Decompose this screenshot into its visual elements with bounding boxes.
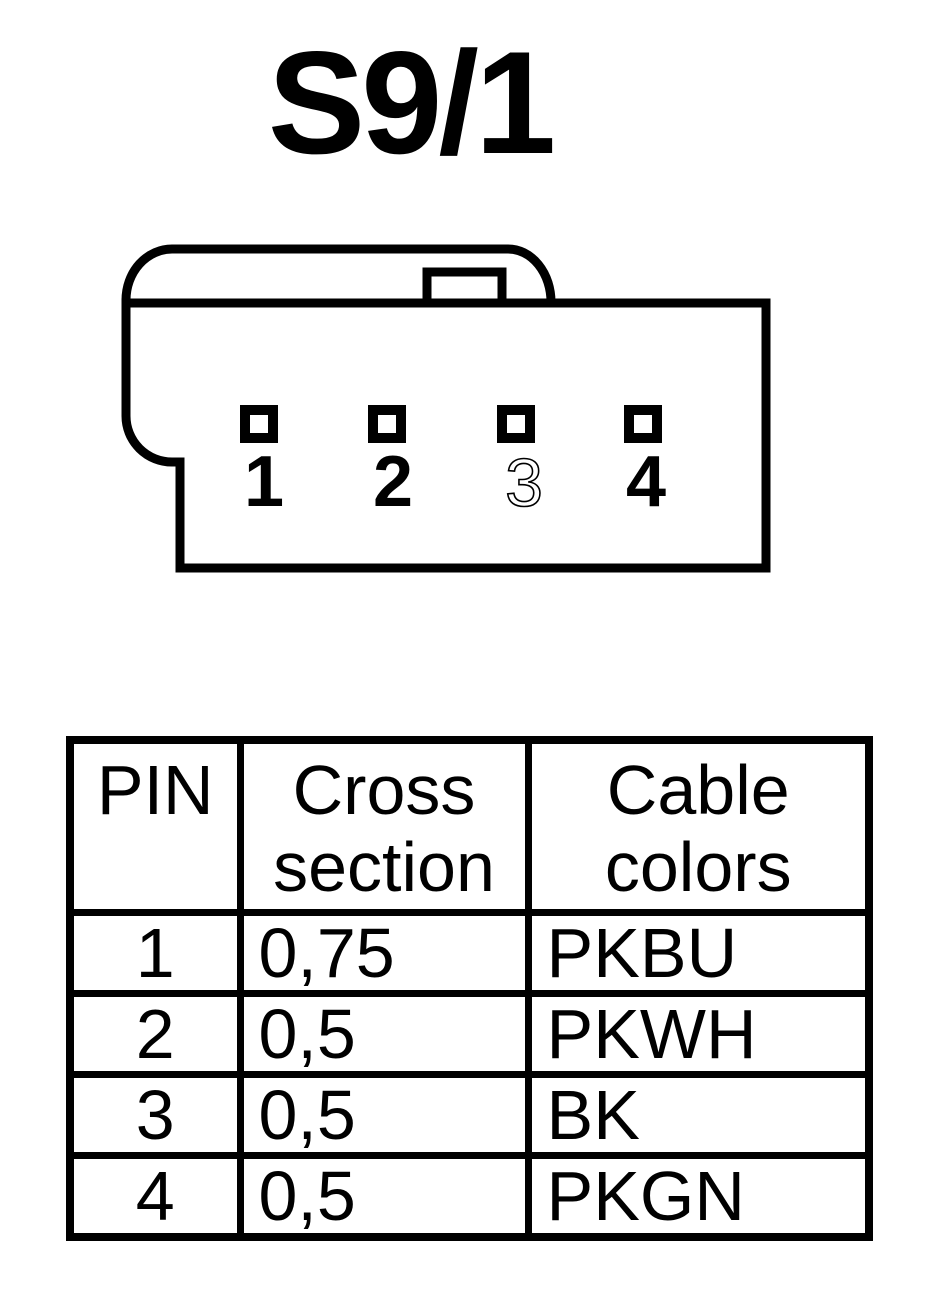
table-row: 2 0,5 PKWH <box>66 989 873 1078</box>
pin-label-3: 3 <box>505 445 543 521</box>
cell-cable-color: PKWH <box>524 989 873 1078</box>
pin-label-2: 2 <box>373 442 413 522</box>
header-cross-line-1: Cross <box>292 751 476 829</box>
header-cross-line-2: section <box>273 828 495 906</box>
table-header-row: PIN Cross section Cable colors <box>66 736 873 916</box>
cell-pin: 2 <box>66 989 244 1078</box>
header-pin-line: PIN <box>96 751 214 829</box>
cell-cross-section: 0,5 <box>236 1151 532 1240</box>
cell-pin: 4 <box>66 1151 244 1240</box>
table-row: 3 0,5 BK <box>66 1070 873 1159</box>
connector-latch-tab <box>422 267 507 302</box>
pin-cavity-4 <box>624 405 662 443</box>
cell-pin: 3 <box>66 1070 244 1159</box>
pin-table: PIN Cross section Cable colors 1 0,75 PK… <box>66 736 873 1241</box>
cell-cable-color: PKGN <box>524 1151 873 1240</box>
cell-cross-section: 0,5 <box>236 1070 532 1159</box>
pin-cavity-1 <box>240 405 278 443</box>
cell-cross-section: 0,75 <box>236 908 532 997</box>
pin-label-4: 4 <box>626 442 666 522</box>
cell-cable-color: PKBU <box>524 908 873 997</box>
table-row: 1 0,75 PKBU <box>66 908 873 997</box>
header-cell-pin: PIN <box>66 736 244 916</box>
header-cell-cable-colors: Cable colors <box>524 736 873 916</box>
header-color-line-1: Cable <box>606 751 790 829</box>
connector-housing-body <box>121 298 771 573</box>
page-title: S9/1 <box>267 21 556 184</box>
pin-cavity-3 <box>497 405 535 443</box>
pin-cavity-2 <box>368 405 406 443</box>
connector-rear-cap <box>121 244 556 303</box>
cell-cable-color: BK <box>524 1070 873 1159</box>
pin-label-1: 1 <box>244 442 284 522</box>
table-row: 4 0,5 PKGN <box>66 1151 873 1240</box>
connector-diagram: 1 2 3 4 <box>121 244 771 573</box>
header-color-line-2: colors <box>604 828 792 906</box>
header-cell-cross-section: Cross section <box>236 736 532 916</box>
cell-pin: 1 <box>66 908 244 997</box>
cell-cross-section: 0,5 <box>236 989 532 1078</box>
